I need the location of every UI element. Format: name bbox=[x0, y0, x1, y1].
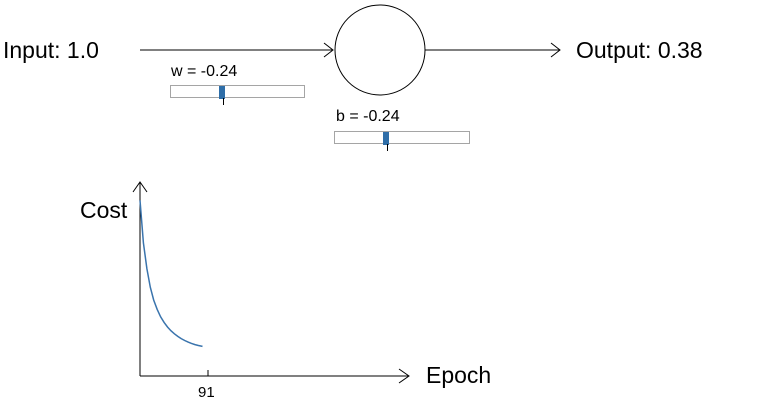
weight-slider[interactable] bbox=[170, 85, 305, 105]
neuron-circle[interactable] bbox=[334, 4, 426, 96]
epoch-axis-label: Epoch bbox=[426, 362, 492, 388]
output-arrowhead bbox=[550, 42, 561, 58]
y-axis-arrowhead bbox=[132, 181, 148, 193]
output-label: Output: 0.38 bbox=[576, 37, 703, 63]
bias-slider-handle[interactable] bbox=[383, 132, 389, 145]
weight-slider-marker bbox=[223, 98, 224, 105]
bias-slider-marker bbox=[387, 144, 388, 151]
input-arrowhead bbox=[323, 42, 334, 58]
x-axis-arrowhead bbox=[398, 368, 410, 384]
weight-label: w = -0.24 bbox=[171, 63, 238, 80]
epoch-tick-label: 91 bbox=[198, 384, 215, 401]
weight-slider-handle[interactable] bbox=[219, 86, 225, 99]
bias-slider[interactable] bbox=[334, 131, 470, 151]
cost-curve bbox=[139, 200, 203, 348]
input-label: Input: 1.0 bbox=[3, 37, 99, 63]
bias-label: b = -0.24 bbox=[336, 108, 400, 125]
cost-axis-label: Cost bbox=[80, 197, 128, 223]
